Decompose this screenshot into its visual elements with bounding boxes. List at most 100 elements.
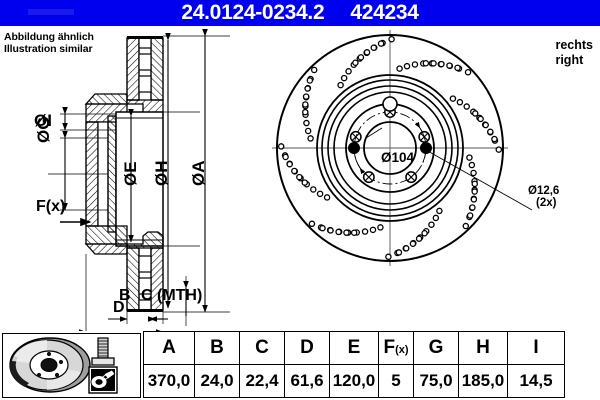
face-view	[272, 30, 533, 266]
drilled-hole	[296, 173, 303, 181]
drilled-hole	[340, 74, 348, 82]
label-force-arrow: F(x)	[36, 198, 66, 215]
drilled-hole	[310, 186, 317, 193]
drilled-hole	[395, 249, 403, 256]
drilled-hole	[446, 62, 453, 69]
drilled-hole	[377, 40, 385, 47]
bolt-hole	[405, 171, 418, 184]
label-hole-count: (2x)	[536, 197, 557, 209]
drilled-hole	[466, 212, 474, 219]
table-header-a: A	[143, 331, 195, 365]
face-ring-3	[327, 85, 453, 211]
label-overall-depth-d: D	[113, 299, 125, 316]
drilled-hole	[307, 135, 314, 142]
drilled-hole	[303, 119, 310, 127]
drilled-hole	[302, 93, 310, 100]
drilled-hole	[464, 68, 472, 76]
table-value-e: 120,0	[329, 364, 379, 398]
drilled-hole	[462, 222, 470, 230]
part-number: 24.0124-0234.2	[181, 1, 325, 24]
face-outer-circle	[276, 34, 504, 262]
article-number: 424234	[350, 1, 419, 24]
face-centerlines	[272, 30, 508, 266]
illustration-note-de: Abbildung ähnlich	[4, 31, 94, 43]
technical-drawing	[48, 28, 533, 331]
drilled-hole	[306, 77, 314, 84]
section-lower-ring	[126, 247, 164, 312]
drilled-hole	[301, 179, 309, 186]
dim-min-thickness-c	[147, 280, 189, 322]
drilled-hole	[277, 143, 285, 150]
table-header-b: B	[194, 331, 240, 365]
drilled-hole	[482, 121, 489, 129]
side-marker-de: rechts	[555, 38, 593, 52]
label-outer-dia: ØA	[189, 160, 208, 187]
section-witness-lines	[48, 35, 230, 331]
drilled-hole	[495, 146, 503, 153]
drilled-hole	[428, 221, 435, 228]
drilled-hole	[422, 60, 430, 67]
drilled-hole	[454, 64, 461, 72]
product-icon-box	[2, 333, 141, 398]
drilled-hole	[291, 167, 298, 175]
illustration-note-en: Illustration similar	[4, 43, 93, 55]
drilled-hole	[316, 190, 324, 198]
drilled-hole	[350, 229, 358, 236]
drilled-hole	[352, 59, 359, 67]
drilled-hole	[411, 61, 419, 68]
section-upper-ring	[126, 36, 164, 101]
table-value-h: 185,0	[458, 364, 508, 398]
drilled-hole	[310, 66, 318, 74]
drilled-hole	[335, 228, 342, 236]
drilled-hole	[304, 127, 312, 135]
drilled-hole	[487, 128, 494, 136]
drilled-hole	[415, 235, 423, 242]
table-value-fx: 5	[378, 364, 414, 398]
table-header-g: G	[413, 331, 459, 365]
drilled-hole	[319, 224, 326, 232]
drilled-hole	[302, 101, 309, 108]
face-drilled-holes	[277, 35, 503, 261]
drilled-hole	[466, 154, 473, 161]
face-ring-1	[316, 74, 464, 222]
drilled-hole	[469, 204, 476, 211]
label-hub-bore-dia: ØG	[34, 116, 53, 143]
face-rotation-arcs	[353, 121, 427, 175]
label-min-thickness-c: C (MTH)	[141, 287, 203, 304]
drilled-hole	[363, 49, 371, 56]
drilled-hole	[286, 160, 293, 168]
drilled-hole	[470, 196, 478, 203]
table-header-h: H	[458, 331, 508, 365]
drilled-hole	[402, 245, 410, 252]
label-inner-small-dia: ØI	[34, 111, 52, 130]
face-bolt-holes	[349, 106, 431, 184]
drilled-hole	[421, 230, 428, 237]
label-inner-disc-dia: ØH	[152, 160, 171, 187]
drilled-hole	[370, 44, 378, 51]
drilled-hole	[396, 65, 403, 72]
drilled-hole	[477, 115, 484, 123]
face-hub-bore	[363, 121, 417, 175]
drilled-hole	[430, 60, 437, 67]
drilled-hole	[282, 153, 289, 161]
table-header-fx: F(x)	[378, 331, 414, 365]
side-marker-en: right	[555, 53, 584, 67]
drilled-hole	[456, 98, 464, 106]
face-ring-4	[333, 91, 447, 205]
table-header-c: C	[239, 331, 285, 365]
leader-bolt-circle	[365, 127, 383, 139]
drilled-hole	[470, 169, 477, 177]
header-bar: 24.0124-0234.2 424234	[0, 0, 600, 26]
drilled-hole	[302, 108, 309, 116]
face-top-guide-hole	[382, 96, 398, 112]
drilled-hole	[337, 81, 344, 89]
product-icons	[9, 337, 118, 394]
label-bell-dia: ØE	[121, 161, 140, 186]
drilled-hole	[472, 110, 479, 117]
drilled-hole	[327, 227, 334, 234]
drilled-hole	[388, 35, 395, 43]
drilled-hole	[438, 60, 445, 68]
drilled-hole	[308, 220, 316, 228]
